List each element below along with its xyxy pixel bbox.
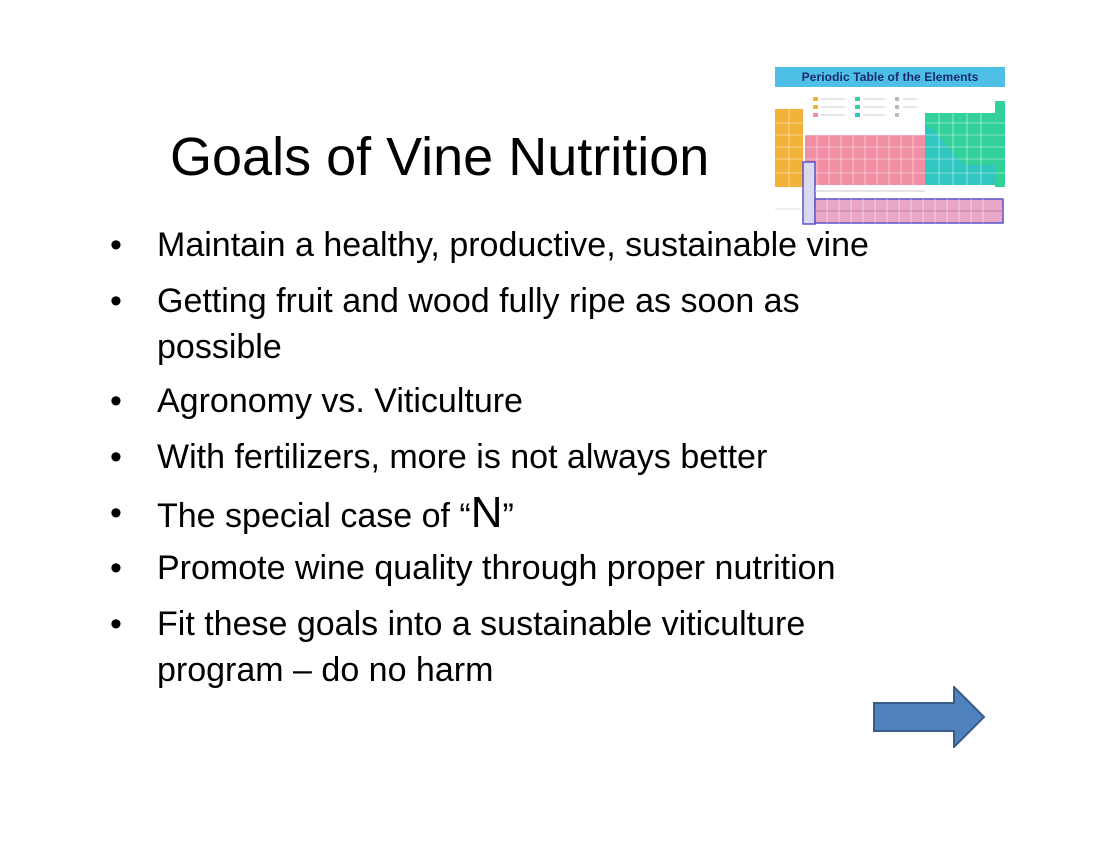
bullet-icon: • — [110, 382, 122, 420]
bullet-icon: • — [110, 226, 122, 264]
nitrogen-symbol: N — [470, 488, 503, 537]
right-arrow-icon[interactable] — [873, 686, 987, 748]
periodic-table-caption: Periodic Table of the Elements — [775, 67, 1005, 87]
bullet-text-suffix: ” — [502, 497, 514, 535]
periodic-table-image: Periodic Table of the Elements — [775, 67, 1005, 225]
bullet-text: Promote wine quality through proper nutr… — [157, 549, 836, 587]
bullet-text: Getting fruit and wood fully ripe as soo… — [157, 282, 800, 320]
list-item: • Fit these goals into a sustainable vit… — [110, 601, 1010, 693]
bullet-text: Agronomy vs. Viticulture — [157, 382, 523, 420]
list-item: • Promote wine quality through proper nu… — [110, 545, 1010, 591]
list-item: • Agronomy vs. Viticulture — [110, 378, 1010, 424]
bullet-text: Maintain a healthy, productive, sustaina… — [157, 226, 869, 264]
bullet-text: With fertilizers, more is not always bet… — [157, 438, 768, 476]
bullet-text-prefix: The special case of “ — [157, 497, 471, 535]
bullet-icon: • — [110, 282, 122, 320]
list-item: • The special case of “N” — [110, 490, 1010, 539]
slide-title: Goals of Vine Nutrition — [170, 127, 710, 187]
bullet-icon: • — [110, 438, 122, 476]
bullet-text-continued: possible — [157, 328, 282, 366]
list-item: • Maintain a healthy, productive, sustai… — [110, 222, 1010, 268]
list-item: • Getting fruit and wood fully ripe as s… — [110, 278, 1010, 370]
bullet-text: Fit these goals into a sustainable vitic… — [157, 605, 806, 643]
periodic-table-graphic — [775, 87, 1005, 225]
bullet-list: • Maintain a healthy, productive, sustai… — [110, 222, 1010, 703]
bullet-icon: • — [110, 549, 122, 587]
bullet-text-continued: program – do no harm — [157, 651, 494, 689]
bullet-icon: • — [110, 494, 122, 532]
bullet-icon: • — [110, 605, 122, 643]
list-item: • With fertilizers, more is not always b… — [110, 434, 1010, 480]
